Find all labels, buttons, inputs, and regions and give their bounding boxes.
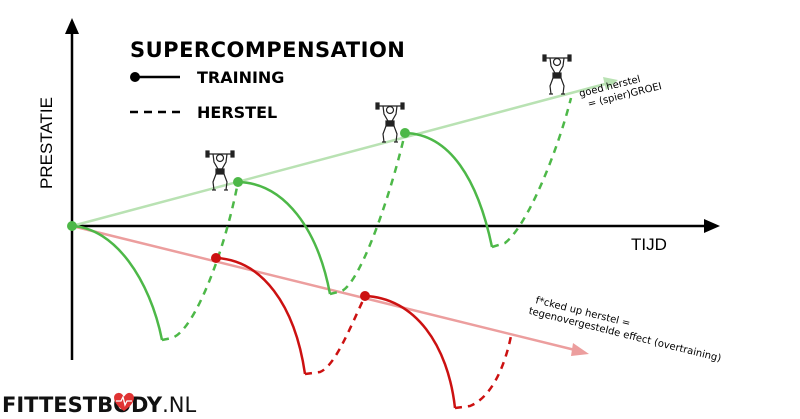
weightlifter-icon-1: [205, 150, 235, 191]
good-start-dot: [67, 221, 77, 231]
y-axis-arrowhead: [65, 18, 79, 34]
diagram-title: SUPERCOMPENSATION: [130, 38, 405, 62]
bad-training-dot-1: [211, 253, 221, 263]
logo-text: FITTESTBODY.NL: [2, 393, 196, 417]
heart-icon: [114, 392, 134, 411]
weightlifter-icon-2: [375, 102, 405, 143]
bad-recovery-curve-2: [454, 335, 513, 410]
bad-training-curve-2: [364, 294, 457, 409]
bad-recovery-curve-1: [304, 295, 367, 376]
site-logo: FITTESTBODY.NL: [2, 392, 196, 417]
good-training-curve-1: [71, 224, 164, 341]
good-trend-arrowhead: [603, 77, 618, 90]
weightlifter-icon-3: [542, 54, 572, 95]
bad-training-dots: [211, 253, 370, 301]
good-training-dot-2: [233, 177, 243, 187]
good-recovery-curve-2: [329, 132, 407, 296]
y-axis-label: PRESTATIE: [37, 97, 56, 189]
legend-training-label: TRAINING: [197, 68, 284, 87]
bad-curves: [215, 256, 513, 410]
legend-herstel-label: HERSTEL: [197, 103, 277, 122]
bad-trend-arrowhead: [571, 343, 589, 356]
bad-trend-line: [71, 224, 589, 356]
good-training-curve-3: [404, 131, 494, 248]
legend: TRAINING HERSTEL: [130, 68, 284, 122]
good-curves: [71, 97, 573, 342]
axes: [65, 18, 720, 360]
legend-training: TRAINING: [130, 68, 284, 87]
logo-main-text-end: DY: [131, 393, 163, 417]
logo-tld: .NL: [162, 393, 196, 417]
good-training-dots: [67, 128, 410, 231]
bad-training-curve-1: [215, 256, 307, 375]
good-recovery-annotation: goed herstel = (spier)GROEI: [578, 74, 663, 110]
bad-training-dot-2: [360, 291, 370, 301]
x-axis-arrowhead: [704, 219, 720, 233]
logo-main-text: FITTESTB: [2, 393, 113, 417]
good-trend-line: [71, 77, 618, 228]
bad-annotation-line-2: tegenovergestelde effect (overtraining): [527, 306, 722, 365]
bad-recovery-annotation: f*cked up herstel = tegenovergestelde ef…: [527, 295, 722, 365]
good-recovery-curve-1: [161, 181, 240, 342]
good-training-curve-2: [237, 180, 332, 295]
good-training-dot-3: [400, 128, 410, 138]
legend-herstel: HERSTEL: [130, 103, 277, 122]
x-axis-label: TIJD: [631, 235, 667, 254]
good-recovery-curve-3: [491, 97, 573, 249]
